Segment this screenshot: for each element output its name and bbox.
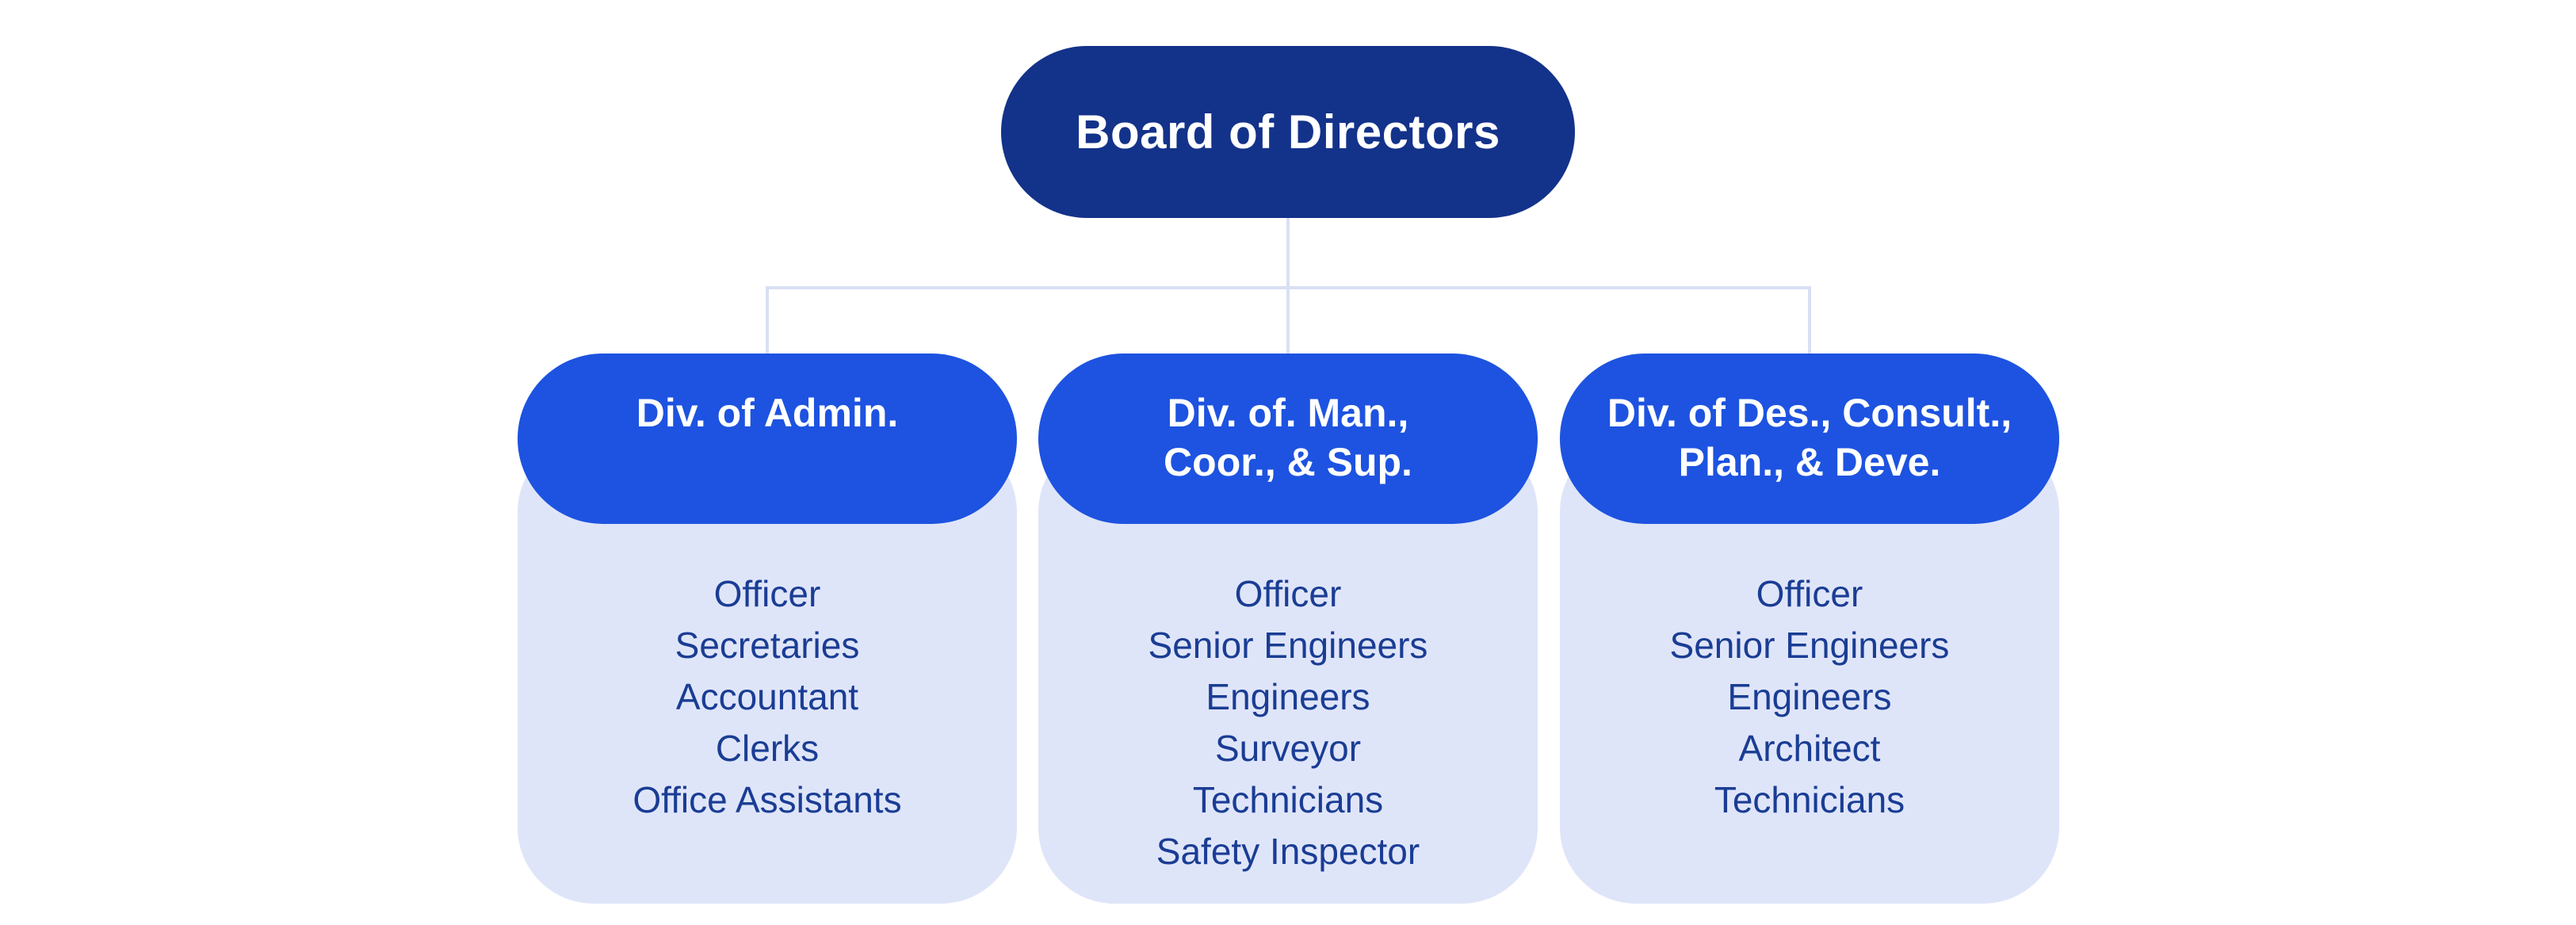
- division-column-des-consult-plan-deve: Div. of Des., Consult., Plan., & Deve. O…: [1560, 354, 2059, 904]
- member-item: Engineers: [1727, 676, 1892, 717]
- division-title-line: Div. of Des., Consult.,: [1607, 391, 2012, 435]
- connector-stub-division-3: [1808, 286, 1811, 354]
- member-item: Office Assistants: [633, 779, 902, 820]
- node-board-of-directors: Board of Directors: [1001, 46, 1575, 218]
- division-title-line: Div. of Admin.: [636, 391, 899, 435]
- node-division-admin: Div. of Admin.: [518, 354, 1017, 524]
- node-division-man-coor-sup: Div. of. Man., Coor., & Sup.: [1038, 354, 1538, 524]
- member-item: Secretaries: [675, 625, 860, 666]
- node-division-des-consult-plan-deve: Div. of Des., Consult., Plan., & Deve.: [1560, 354, 2059, 524]
- division-title-line: Div. of. Man.,: [1167, 391, 1409, 435]
- member-item: Surveyor: [1214, 728, 1362, 769]
- member-item: Safety Inspector: [1156, 831, 1420, 872]
- connector-root-drop: [1286, 218, 1290, 288]
- member-item: Technicians: [1714, 779, 1905, 820]
- member-item: Clerks: [715, 728, 820, 769]
- connector-stub-division-1: [766, 286, 769, 354]
- connector-stub-division-2: [1286, 286, 1290, 354]
- division-title-line: Plan., & Deve.: [1678, 440, 1941, 484]
- member-item: Engineers: [1206, 676, 1370, 717]
- division-title-line: Coor., & Sup.: [1164, 440, 1412, 484]
- member-item: Senior Engineers: [1148, 625, 1428, 666]
- member-item: Architect: [1738, 728, 1881, 769]
- member-item: Officer: [1234, 573, 1342, 614]
- member-item: Technicians: [1192, 779, 1384, 820]
- member-item: Officer: [1756, 573, 1863, 614]
- member-item: Senior Engineers: [1669, 625, 1950, 666]
- member-item: Accountant: [675, 676, 859, 717]
- root-node-label: Board of Directors: [1076, 105, 1500, 159]
- member-item: Officer: [713, 573, 821, 614]
